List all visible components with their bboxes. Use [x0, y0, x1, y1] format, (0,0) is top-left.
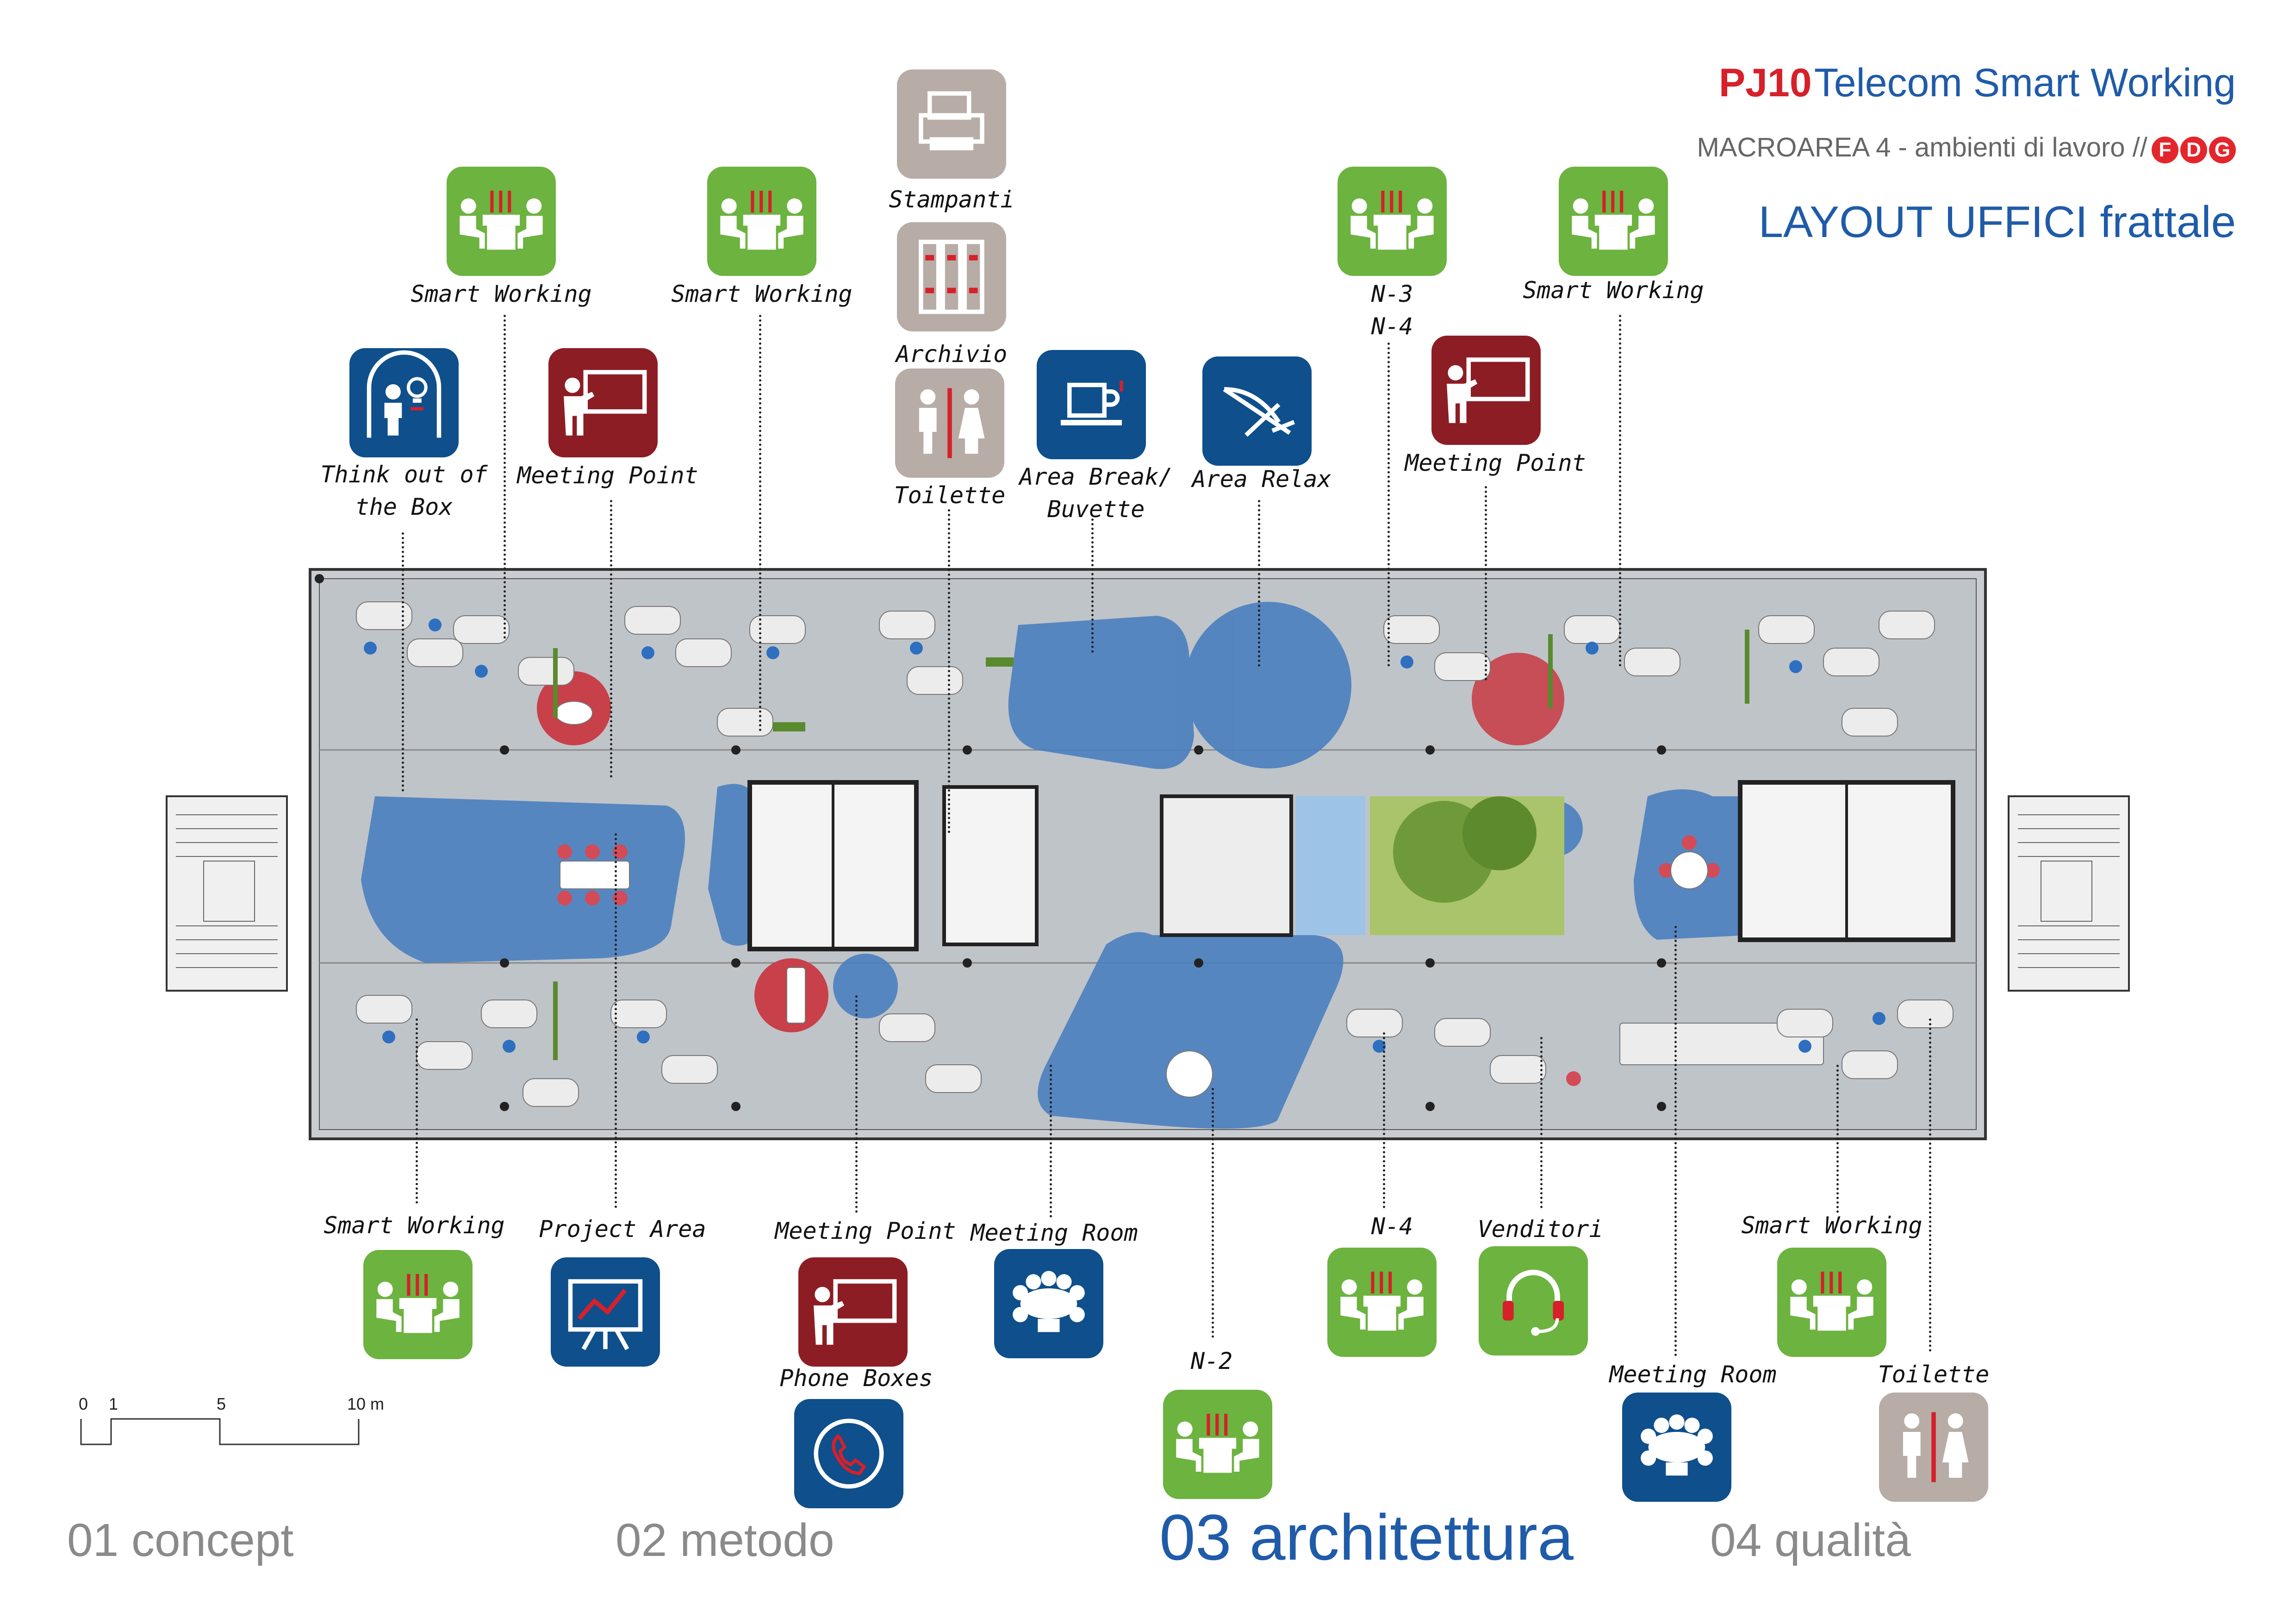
icon-label: Smart Working: [1741, 1212, 1923, 1239]
floor-plan: [166, 568, 2130, 1140]
icon-label: Smart Working: [1523, 277, 1704, 304]
icon-label: Area Relax: [1192, 466, 1332, 493]
leader-line: [948, 509, 950, 833]
icon-label: Meeting Room: [971, 1219, 1138, 1246]
stair-right: [2008, 795, 2130, 992]
leader-line: [1212, 1088, 1214, 1338]
icon-label: Meeting Point: [775, 1218, 956, 1244]
leader-line: [1619, 315, 1621, 667]
scale-tick: 0: [79, 1394, 88, 1413]
meeting-people-icon: [363, 1250, 473, 1359]
leader-line: [1258, 500, 1260, 667]
leader-line: [615, 833, 617, 1208]
icon-label: Meeting Point: [1405, 450, 1586, 476]
leader-line: [1485, 486, 1487, 681]
conference-table-icon: [1622, 1393, 1731, 1502]
leader-line: [1383, 1032, 1385, 1208]
meeting-people-icon: [1338, 167, 1447, 276]
leader-line: [1674, 926, 1677, 1356]
icon-label: Smart Working: [411, 281, 592, 307]
printer-icon: [897, 69, 1006, 179]
icon-label-line2: N-4: [1371, 313, 1413, 340]
core-center: [1160, 794, 1564, 937]
icon-label: N-2: [1190, 1348, 1233, 1374]
meeting-people-icon: [1559, 167, 1668, 276]
lounge-chair-icon: [1202, 356, 1312, 466]
leader-line: [1388, 343, 1390, 667]
presenter-icon: [1431, 336, 1541, 445]
toilet-icon: [1879, 1393, 1988, 1502]
icon-label: Project Area: [539, 1216, 706, 1243]
core-left: [747, 780, 1039, 951]
meeting-people-icon: [447, 167, 556, 276]
presenter-icon: [548, 348, 658, 457]
icon-label: Phone Boxes: [779, 1365, 933, 1392]
project-code: PJ10: [1718, 61, 1812, 105]
phone-icon: [794, 1399, 903, 1508]
structural-columns: [315, 574, 1666, 1111]
meeting-people-icon: [1777, 1248, 1886, 1357]
icon-label: Venditori: [1477, 1216, 1603, 1243]
icon-label: Toilette: [1878, 1361, 1990, 1388]
nav-architettura[interactable]: 03 architettura: [1159, 1501, 1574, 1574]
nav-qualita[interactable]: 04 qualità: [1710, 1514, 1911, 1566]
blue-zones: [361, 602, 1749, 1129]
meeting-people-icon: [707, 167, 816, 276]
nav-metodo[interactable]: 02 metodo: [616, 1514, 834, 1566]
leader-line: [1540, 1037, 1543, 1208]
header-title: PJ10 Telecom Smart Working: [1719, 60, 2236, 106]
icon-label: Toilette: [894, 482, 1006, 509]
toilet-icon: [895, 369, 1004, 478]
icon-label: Think out of: [320, 461, 488, 488]
leader-line: [504, 315, 506, 639]
layout-title: LAYOUT UFFICI frattale: [1758, 197, 2236, 247]
leader-line: [610, 500, 612, 778]
icon-label: Meeting Point: [517, 462, 698, 489]
icon-label-line2: the Box: [355, 493, 453, 520]
conference-table-icon: [994, 1249, 1103, 1358]
icon-label: Meeting Room: [1609, 1361, 1777, 1388]
desk-clusters: [356, 601, 1954, 1107]
leader-line: [1091, 518, 1094, 653]
icon-label: Smart Working: [324, 1212, 505, 1239]
leader-line: [855, 995, 858, 1213]
icon-label: Area Break/: [1019, 463, 1173, 490]
meeting-people-icon: [1163, 1390, 1272, 1499]
leader-line: [1836, 1065, 1839, 1213]
chairs: [364, 618, 1885, 1053]
leader-line: [402, 532, 404, 792]
scale-tick: 1: [109, 1394, 118, 1413]
scale-tick: 10 m: [347, 1394, 385, 1413]
icon-label: Stampanti: [889, 186, 1014, 213]
headset-icon: [1479, 1246, 1588, 1355]
leader-line: [1050, 1065, 1052, 1218]
icon-label: Archivio: [896, 341, 1008, 368]
project-name: Telecom Smart Working: [1814, 61, 2236, 105]
icon-label-line2: Buvette: [1047, 496, 1145, 523]
leader-line: [416, 1018, 418, 1204]
leader-line: [759, 315, 761, 731]
tables: [555, 701, 1708, 1098]
plant-strips: [553, 630, 1749, 1060]
scale-tick: 5: [217, 1394, 226, 1413]
chart-board-icon: [551, 1257, 660, 1367]
icon-label: N-3: [1371, 281, 1413, 307]
icon-label: N-4: [1371, 1213, 1413, 1240]
core-right: [1738, 780, 1955, 942]
icon-label: Smart Working: [671, 281, 852, 307]
meeting-people-icon: [1327, 1248, 1437, 1357]
lightbulb-person-icon: [349, 348, 459, 457]
presenter-icon: [798, 1257, 908, 1367]
stair-left: [166, 795, 288, 992]
subtitle-text: MACROAREA 4 - ambienti di lavoro //: [1697, 132, 2147, 162]
coffee-cup-icon: [1037, 350, 1146, 459]
nav-concept[interactable]: 01 concept: [67, 1514, 294, 1566]
leader-line: [1929, 1018, 1931, 1352]
archive-icon: [897, 222, 1006, 331]
